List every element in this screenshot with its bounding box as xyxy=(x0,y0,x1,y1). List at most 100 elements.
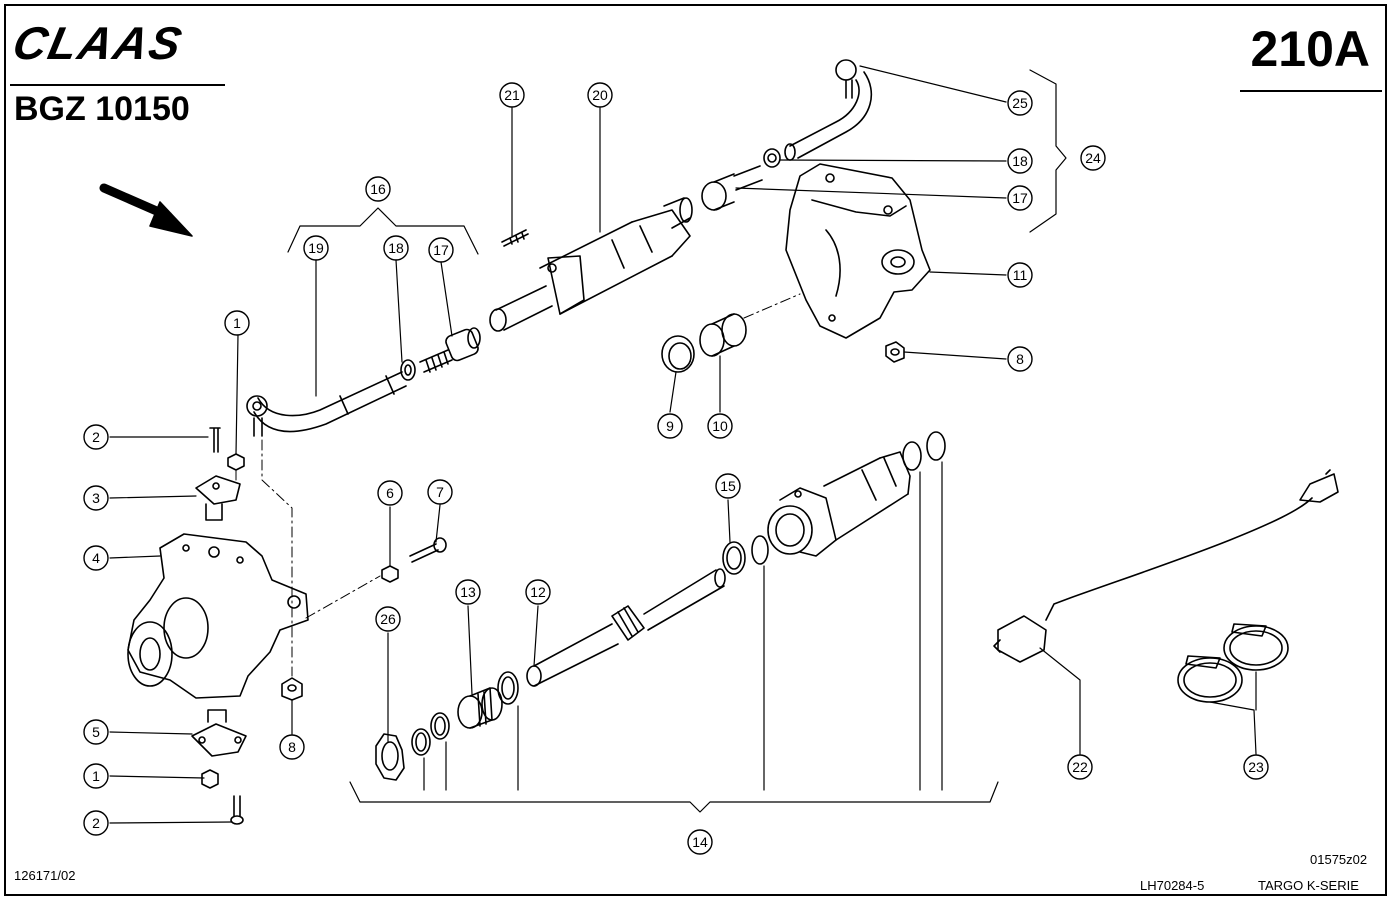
svg-text:3: 3 xyxy=(92,490,100,506)
svg-text:9: 9 xyxy=(666,418,674,434)
callout-24: 24 xyxy=(1080,145,1106,171)
part-13-gland xyxy=(457,687,503,729)
callout-8-lower: 8 xyxy=(279,734,305,760)
page-number: 210A xyxy=(1250,21,1370,77)
footer-series: TARGO K-SERIE xyxy=(1258,878,1359,893)
callout-23: 23 xyxy=(1243,754,1269,780)
page-number-rule xyxy=(1240,90,1382,92)
callout-20: 20 xyxy=(587,82,613,108)
part-21-screw xyxy=(501,229,529,247)
part-7-bolt xyxy=(409,537,447,563)
assembly-lines xyxy=(235,293,801,677)
part-22-sensor xyxy=(993,469,1339,663)
svg-text:12: 12 xyxy=(530,584,546,600)
svg-text:24: 24 xyxy=(1085,150,1101,166)
callout-22: 22 xyxy=(1067,754,1093,780)
part-26-circlip xyxy=(375,733,405,781)
part-10-bushing xyxy=(699,313,747,357)
svg-text:1: 1 xyxy=(233,315,241,331)
svg-text:11: 11 xyxy=(1013,267,1028,283)
callout-1-upper: 1 xyxy=(224,310,250,336)
callout-17-left: 17 xyxy=(428,237,454,263)
callout-5: 5 xyxy=(83,719,109,745)
part-9-ring xyxy=(661,335,695,373)
svg-text:18: 18 xyxy=(1012,153,1028,169)
callout-1-lower: 1 xyxy=(83,763,109,789)
callout-26: 26 xyxy=(375,606,401,632)
footer-ref-code: LH70284-5 xyxy=(1140,878,1205,893)
callout-11: 11 xyxy=(1007,262,1033,288)
svg-text:17: 17 xyxy=(433,242,449,258)
callout-12: 12 xyxy=(525,579,551,605)
part-1-nut-lower xyxy=(201,769,219,789)
svg-text:10: 10 xyxy=(712,418,728,434)
part-19-pipe xyxy=(246,371,407,437)
svg-text:15: 15 xyxy=(720,478,736,494)
svg-text:19: 19 xyxy=(308,240,324,256)
callouts: 21 20 16 19 18 17 1 2 3 4 8 5 1 2 6 7 9 … xyxy=(83,82,1269,855)
svg-text:2: 2 xyxy=(92,429,100,445)
part-2-bolt-lower xyxy=(230,795,244,825)
callout-4: 4 xyxy=(83,545,109,571)
svg-text:21: 21 xyxy=(504,87,520,103)
svg-text:7: 7 xyxy=(436,484,444,500)
part-1-nut-upper xyxy=(227,453,245,471)
document-number: BGZ 10150 xyxy=(14,90,190,128)
callout-25: 25 xyxy=(1007,90,1033,116)
svg-text:25: 25 xyxy=(1012,95,1028,111)
part-12-piston-rod xyxy=(526,568,726,687)
svg-text:20: 20 xyxy=(592,87,608,103)
footer-drawing-code: 01575z02 xyxy=(1310,852,1368,867)
footer-left-code: 126171/02 xyxy=(14,868,76,883)
svg-text:16: 16 xyxy=(370,181,386,197)
svg-text:6: 6 xyxy=(386,485,394,501)
svg-text:26: 26 xyxy=(380,611,396,627)
callout-6: 6 xyxy=(377,480,403,506)
callout-2-lower: 2 xyxy=(83,810,109,836)
svg-text:13: 13 xyxy=(460,584,476,600)
part-6-nut xyxy=(381,565,399,583)
part-18-washer-right xyxy=(763,148,781,168)
svg-text:8: 8 xyxy=(1016,351,1024,367)
part-17-fitting-right xyxy=(701,165,763,211)
part-20-cylinder xyxy=(489,197,693,332)
svg-text:5: 5 xyxy=(92,724,100,740)
callout-17-right: 17 xyxy=(1007,185,1033,211)
callout-2-upper: 2 xyxy=(83,424,109,450)
svg-text:4: 4 xyxy=(92,550,100,566)
part-cylinder-housing-lower xyxy=(767,451,911,557)
part-2-bolt-upper xyxy=(209,427,221,453)
part-8-nut-lower xyxy=(281,677,303,701)
page-frame xyxy=(4,4,1387,896)
part-5-plate xyxy=(191,709,247,757)
svg-text:17: 17 xyxy=(1012,190,1028,206)
part-17-fitting xyxy=(419,327,481,373)
part-25-banjo-bolt xyxy=(835,59,857,99)
svg-text:14: 14 xyxy=(692,834,708,850)
callout-18-right: 18 xyxy=(1007,148,1033,174)
svg-text:22: 22 xyxy=(1072,759,1088,775)
callout-10: 10 xyxy=(707,413,733,439)
svg-text:8: 8 xyxy=(288,739,296,755)
part-8-nut-upper xyxy=(885,341,905,363)
callout-13: 13 xyxy=(455,579,481,605)
leader-lines xyxy=(109,65,1257,824)
callout-19: 19 xyxy=(303,235,329,261)
svg-text:18: 18 xyxy=(388,240,404,256)
callout-16: 16 xyxy=(365,176,391,202)
part-11-housing xyxy=(785,163,931,339)
svg-text:2: 2 xyxy=(92,815,100,831)
header-rule xyxy=(10,84,225,86)
part-4-knuckle xyxy=(127,533,309,699)
callout-9: 9 xyxy=(657,413,683,439)
callout-3: 3 xyxy=(83,485,109,511)
part-14-seal-set xyxy=(411,431,946,756)
callout-15: 15 xyxy=(715,473,741,499)
part-18-washer xyxy=(400,359,416,381)
part-23-clamps xyxy=(1177,623,1289,703)
callout-8-upper: 8 xyxy=(1007,346,1033,372)
callout-14: 14 xyxy=(687,829,713,855)
part-3-plate xyxy=(195,475,241,521)
